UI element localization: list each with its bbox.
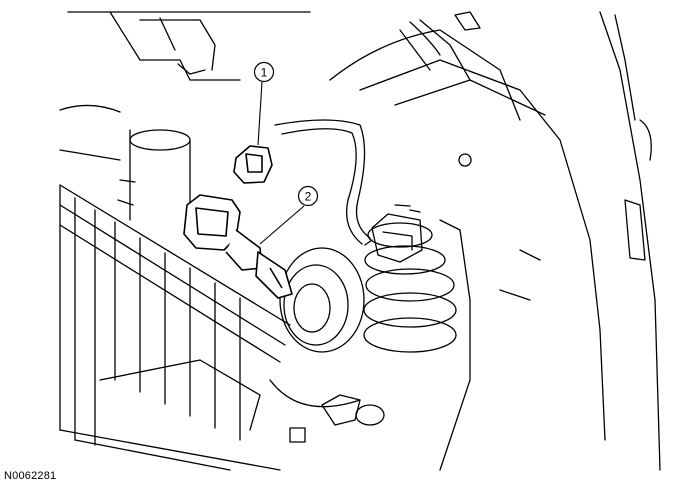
callout-1: 1 bbox=[253, 61, 275, 146]
headlamp-bulb bbox=[183, 194, 293, 299]
callout-2: 2 bbox=[259, 185, 319, 245]
vehicle-line-art bbox=[59, 11, 661, 471]
figure-id-label: N0062281 bbox=[4, 470, 57, 482]
callout-2-number: 2 bbox=[305, 190, 312, 204]
electrical-connector bbox=[233, 145, 273, 184]
callout-1-number: 1 bbox=[261, 66, 268, 80]
